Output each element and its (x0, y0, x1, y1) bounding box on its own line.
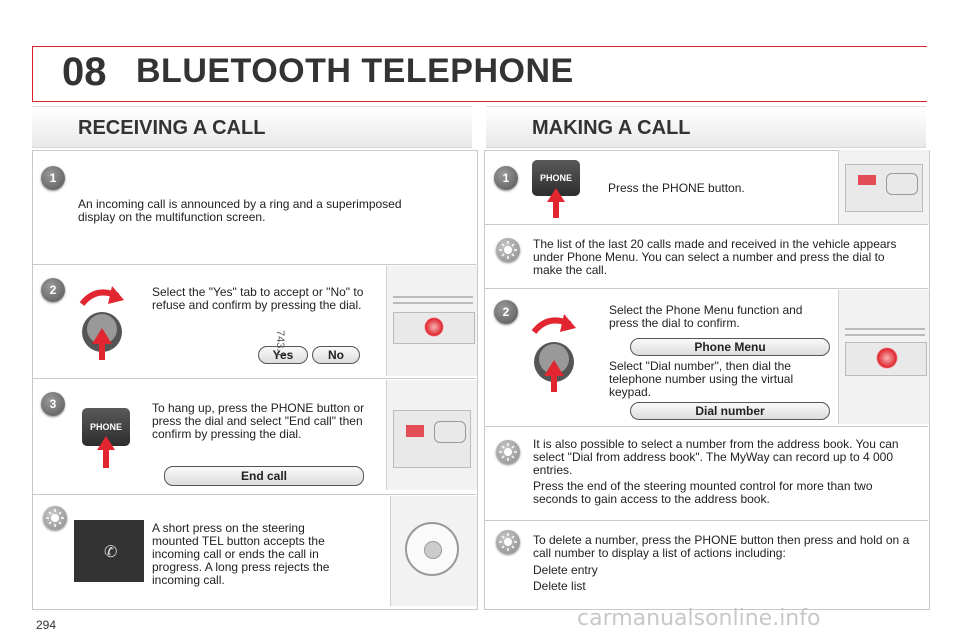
dial-rotate-press-illustration (531, 314, 576, 392)
chapter-number: 08 (62, 50, 107, 94)
divider (32, 264, 476, 265)
divider (32, 494, 476, 495)
making-tip3-text: To delete a number, press the PHONE butt… (533, 533, 910, 560)
page-number: 294 (36, 618, 57, 632)
delete-entry-item: Delete entry (533, 563, 598, 577)
divider (484, 426, 928, 427)
divider (484, 520, 928, 521)
section-title-making: MAKING A CALL (532, 117, 691, 139)
keypad-shape (886, 173, 918, 195)
phone-key-highlight (858, 175, 876, 185)
section-header-making (486, 106, 926, 148)
yes-tab: Yes (258, 346, 308, 364)
tip-bulb-icon (43, 506, 67, 530)
phone-key-highlight (406, 425, 424, 437)
making-step2-text1: Select the Phone Menu function and press… (609, 303, 803, 330)
control-panel (845, 342, 927, 376)
step-1-badge: 1 (494, 166, 518, 190)
divider (32, 378, 476, 379)
audio-panel (393, 410, 471, 468)
making-tip2-text2: Press the end of the steering mounted co… (533, 479, 873, 506)
step-1-badge: 1 (41, 166, 65, 190)
header-frame (32, 46, 927, 102)
control-panel (393, 312, 475, 344)
tip-bulb-icon (496, 440, 520, 464)
wheel-hub (424, 541, 442, 559)
making-step1-text: Press the PHONE button. (608, 181, 745, 195)
no-tab: No (312, 346, 360, 364)
reference-code: 743.1 (274, 330, 286, 358)
making-tip1-text: The list of the last 20 calls made and r… (533, 237, 897, 277)
section-title-receiving: RECEIVING A CALL (78, 117, 266, 139)
dial-highlight (876, 347, 898, 369)
delete-list-item: Delete list (533, 579, 586, 593)
steering-wheel-thumbnail (390, 496, 477, 606)
section-header-receiving (32, 106, 472, 148)
tip-bulb-icon (496, 530, 520, 554)
step-2-badge: 2 (41, 278, 65, 302)
divider (484, 288, 928, 289)
receiving-step2-text: Select the "Yes" tab to accept or "No" t… (152, 285, 364, 312)
phone-menu-tab: Phone Menu (630, 338, 830, 356)
divider (484, 224, 928, 225)
press-arrow-stem (553, 200, 559, 218)
press-arrow-icon (97, 436, 115, 450)
tip-bulb-icon (496, 238, 520, 262)
keypad-shape (434, 421, 466, 443)
receiving-step3-text: To hang up, press the PHONE button or pr… (152, 401, 365, 441)
making-tip2-text1: It is also possible to select a number f… (533, 437, 899, 477)
receiving-step1-text: An incoming call is announced by a ring … (78, 197, 402, 224)
press-arrow-icon (547, 188, 565, 202)
dial-rotate-press-illustration (79, 286, 124, 360)
console-thumbnail-r2 (838, 290, 929, 424)
page-title: BLUETOOTH TELEPHONE (136, 52, 574, 90)
step-3-badge: 3 (41, 392, 65, 416)
dial-number-tab: Dial number (630, 402, 830, 420)
making-step2-text2: Select "Dial number", then dial the tele… (609, 359, 794, 399)
audio-panel (845, 164, 923, 212)
tel-button-photo: ✆ (74, 520, 144, 582)
step-2-badge: 2 (494, 300, 518, 324)
watermark: carmanualsonline.info (577, 606, 821, 631)
console-thumbnail-r1 (838, 150, 929, 224)
console-thumbnail-3 (386, 380, 477, 490)
press-arrow-stem (103, 448, 109, 468)
receiving-tip-text: A short press on the steering mounted TE… (152, 521, 330, 587)
console-thumbnail-2 (386, 266, 477, 376)
dial-highlight (424, 317, 444, 337)
phone-handset-icon: ✆ (104, 544, 118, 561)
end-call-tab: End call (164, 466, 364, 486)
steering-wheel (405, 522, 459, 576)
